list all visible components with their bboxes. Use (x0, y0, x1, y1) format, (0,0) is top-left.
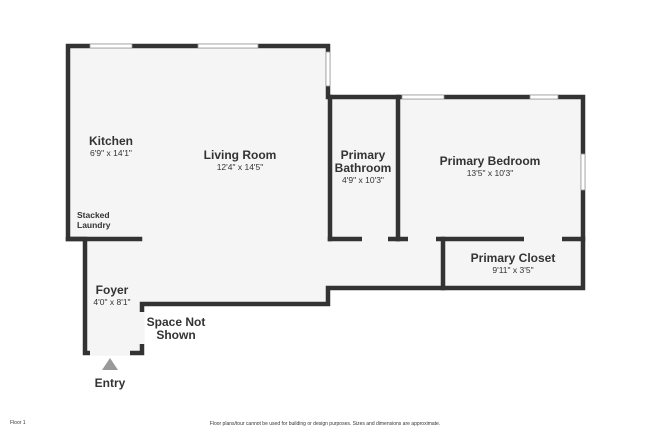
room-name-bedroom: Primary Bedroom (440, 154, 541, 168)
room-name-bath-line2: Bathroom (335, 161, 392, 175)
room-dims-living: 12'4" x 14'5" (217, 162, 264, 172)
room-dims-bedroom: 13'5" x 10'3" (467, 168, 514, 178)
room-name-bath-line1: Primary (341, 148, 386, 162)
room-dims-bath: 4'9" x 10'3" (342, 175, 384, 185)
disclaimer-text: Floor plans/tour cannot be used for buil… (210, 421, 440, 427)
room-name-kitchen: Kitchen (89, 134, 133, 148)
windows (89, 43, 586, 191)
room-name-closet: Primary Closet (471, 251, 556, 265)
entry-arrow-icon (102, 358, 118, 370)
room-name-foyer: Foyer (96, 283, 129, 297)
space-not-shown-line2: Shown (156, 328, 195, 342)
room-dims-foyer: 4'0" x 8'1" (93, 297, 130, 307)
room-name-living: Living Room (204, 148, 277, 162)
room-dims-kitchen: 6'9" x 14'1" (90, 148, 132, 158)
window (325, 51, 331, 87)
window (401, 94, 445, 100)
entry-label: Entry (95, 376, 126, 390)
window (580, 153, 586, 191)
floor-label: Floor 1 (10, 420, 26, 426)
room-name-laundry-line2: Laundry (77, 220, 111, 230)
window (529, 94, 559, 100)
floor-area (68, 46, 583, 353)
window (89, 43, 133, 49)
space-not-shown-line1: Space Not (147, 315, 206, 329)
room-name-laundry-line1: Stacked (77, 210, 110, 220)
room-dims-closet: 9'11" x 3'5" (492, 265, 533, 275)
window (197, 43, 259, 49)
door-openings (90, 236, 562, 356)
exterior-walls (65, 43, 586, 356)
